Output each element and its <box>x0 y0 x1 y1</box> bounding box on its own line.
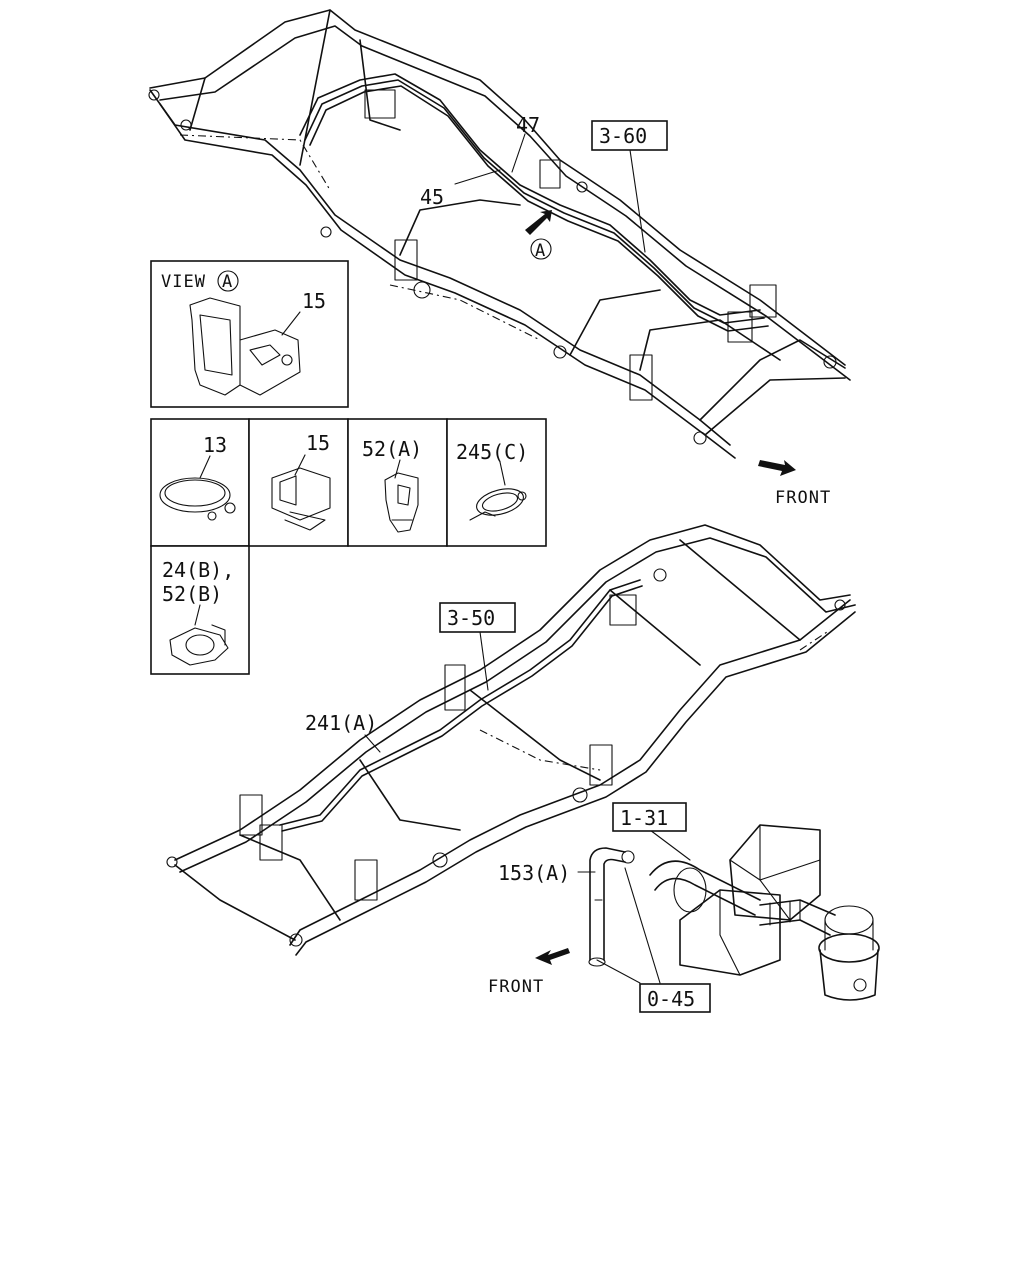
callout-241a: 241(A) <box>305 711 377 735</box>
view-label: VIEW <box>161 272 206 292</box>
callout-15-view: 15 <box>302 289 326 313</box>
hose-153a-drawing <box>588 847 635 967</box>
reference-box-0-45 <box>639 983 711 1013</box>
air-intake-assembly <box>649 824 880 1001</box>
front-arrow-icon <box>758 460 796 476</box>
clamp-245c-drawing <box>476 488 524 516</box>
ring-clamp-drawing <box>159 477 231 513</box>
view-a-clip-drawing <box>189 297 241 396</box>
reference-3-60: 3-60 <box>599 124 647 148</box>
callout-24b: 24(B), <box>162 558 234 582</box>
part-grid: 13 15 52(A) 245(C) 24(B), 52(B) <box>150 418 547 675</box>
reference-0-45: 0-45 <box>647 987 695 1011</box>
clip-52a-drawing <box>384 472 419 533</box>
view-label-circle: A <box>222 272 233 292</box>
view-arrow-icon <box>525 210 552 235</box>
lower-chassis-frame <box>166 524 856 956</box>
reference-1-31: 1-31 <box>620 806 668 830</box>
reference-box-3-50 <box>439 602 516 633</box>
clip-15-drawing <box>271 467 331 521</box>
callout-245c: 245(C) <box>456 440 528 464</box>
callout-153a: 153(A) <box>498 861 570 885</box>
front-label-bottom: FRONT <box>488 977 544 997</box>
reference-3-50: 3-50 <box>447 606 495 630</box>
front-arrow-icon-bottom <box>535 948 570 965</box>
callout-52a: 52(A) <box>362 437 422 461</box>
callout-52b: 52(B) <box>162 582 222 606</box>
callout-45: 45 <box>420 185 444 209</box>
view-a-panel: VIEW A 15 <box>150 260 349 408</box>
front-label-top: FRONT <box>775 488 831 508</box>
callout-13: 13 <box>203 433 227 457</box>
reference-box-1-31 <box>612 802 687 832</box>
clip-24b-drawing <box>169 627 229 666</box>
callout-15: 15 <box>306 431 330 455</box>
upper-leader-lines <box>454 133 646 253</box>
upper-chassis-frame <box>148 9 851 459</box>
callout-47: 47 <box>516 113 540 137</box>
reference-box-3-60 <box>591 120 668 151</box>
view-marker-a: A <box>535 241 546 261</box>
